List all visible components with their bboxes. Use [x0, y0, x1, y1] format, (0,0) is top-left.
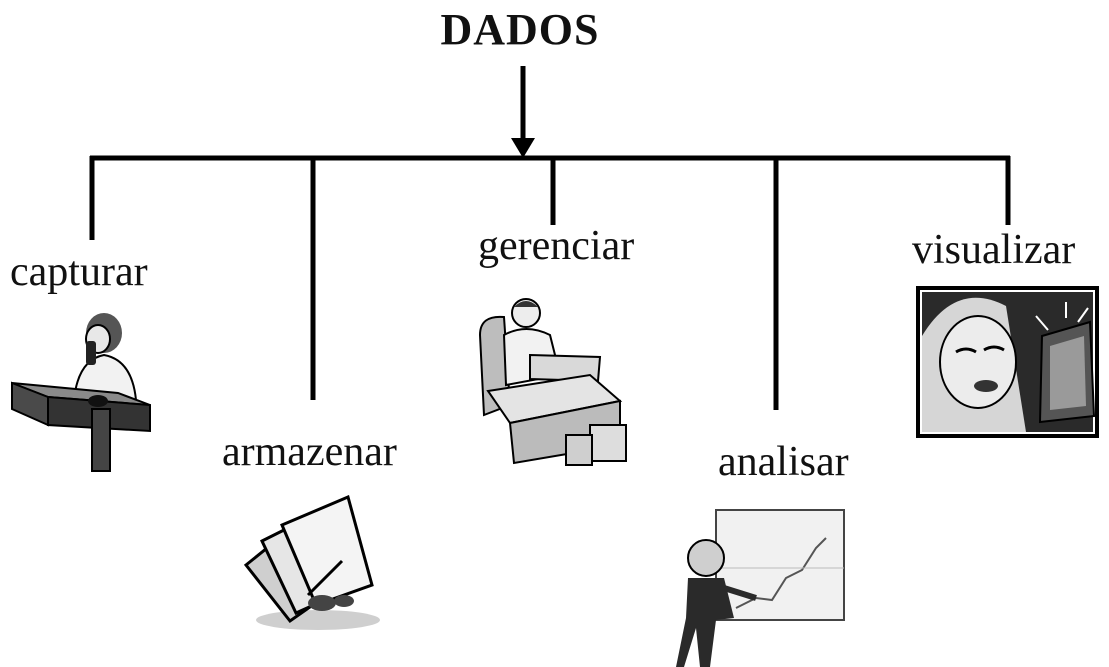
folders-icon [243, 495, 380, 630]
woman-monitor-icon [916, 286, 1099, 438]
step-label-capturar: capturar [10, 249, 148, 295]
step-label-analisar: analisar [718, 439, 849, 485]
step-label-gerenciar: gerenciar [478, 223, 635, 269]
receptionist-phone-icon [11, 313, 151, 472]
step-label-visualizar: visualizar [912, 227, 1076, 273]
diagram-title: DADOS [440, 5, 600, 54]
desk-worker-icon [478, 298, 627, 466]
chart-presenter-icon [676, 509, 845, 667]
arrow-head-icon [511, 138, 535, 158]
step-label-armazenar: armazenar [222, 429, 397, 475]
